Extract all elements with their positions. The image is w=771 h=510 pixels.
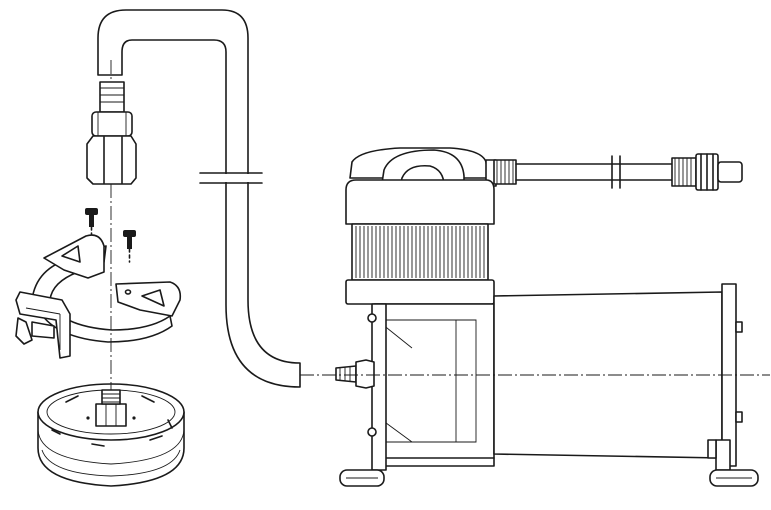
mounting-screw-2 xyxy=(123,230,136,263)
hose-fitting xyxy=(86,81,137,185)
air-compressor xyxy=(339,147,759,487)
filter-mount-bracket xyxy=(15,234,182,359)
mounting-screw-1 xyxy=(85,208,98,237)
cooling-fins xyxy=(355,226,485,278)
compressor-leader-hose xyxy=(493,153,743,191)
compressor-inlet-fitting xyxy=(335,359,375,389)
air-hose xyxy=(97,9,301,388)
air-filter xyxy=(37,383,185,487)
